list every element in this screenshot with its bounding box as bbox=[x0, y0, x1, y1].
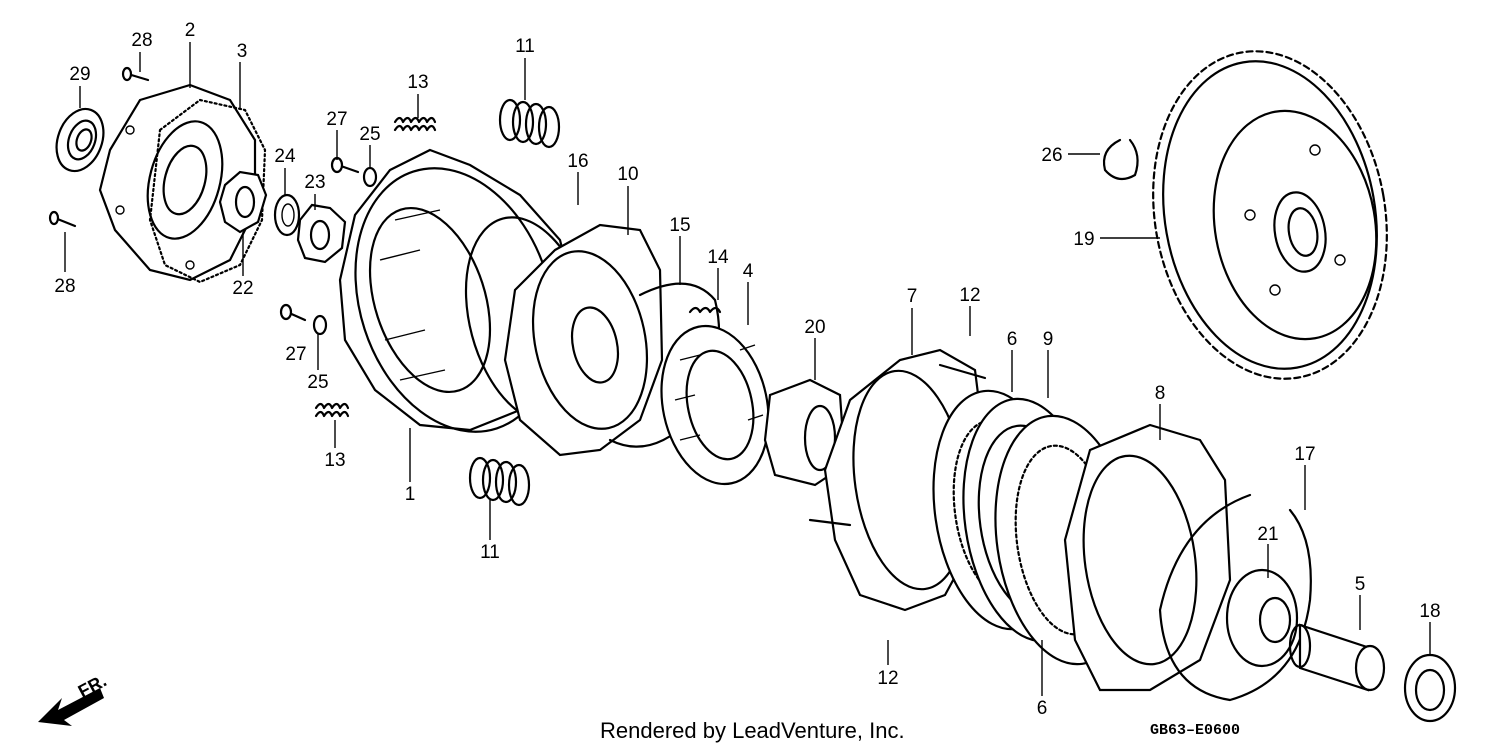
part-number-labels: 29 28 2 3 28 22 24 23 13 27 25 11 16 10 … bbox=[54, 20, 1440, 719]
leader-lines bbox=[64, 42, 1431, 696]
washer-25-top bbox=[362, 166, 378, 188]
label-13-bottom: 13 bbox=[324, 450, 345, 471]
label-29: 29 bbox=[69, 64, 90, 85]
label-10: 10 bbox=[617, 164, 638, 185]
screw-28-top bbox=[121, 66, 150, 82]
label-16: 16 bbox=[567, 151, 588, 172]
spring-13-top bbox=[393, 116, 437, 132]
label-13-top: 13 bbox=[407, 72, 428, 93]
label-25-bottom: 25 bbox=[307, 372, 328, 393]
label-4: 4 bbox=[743, 261, 754, 282]
label-23: 23 bbox=[304, 172, 325, 193]
label-25-top: 25 bbox=[359, 124, 380, 145]
one-way-clutch-4 bbox=[660, 324, 770, 486]
label-11-bottom: 11 bbox=[480, 542, 500, 563]
label-24: 24 bbox=[274, 146, 296, 167]
label-19: 19 bbox=[1073, 229, 1094, 250]
gasket-3 bbox=[148, 98, 267, 284]
clutch-plate-10 bbox=[503, 223, 664, 457]
label-17: 17 bbox=[1294, 444, 1315, 465]
label-12-top: 12 bbox=[959, 285, 980, 306]
label-22: 22 bbox=[232, 278, 253, 299]
footer-credit: Rendered by LeadVenture, Inc. bbox=[600, 718, 905, 743]
bearing-29 bbox=[55, 107, 105, 173]
label-9: 9 bbox=[1043, 329, 1054, 350]
label-12-bottom: 12 bbox=[877, 668, 898, 689]
clutch-plate-8 bbox=[1063, 423, 1232, 692]
label-1: 1 bbox=[405, 484, 416, 505]
label-27-top: 27 bbox=[326, 109, 347, 130]
label-8: 8 bbox=[1155, 383, 1166, 404]
label-26: 26 bbox=[1041, 145, 1062, 166]
label-28-top: 28 bbox=[131, 30, 152, 51]
cover-plate-2 bbox=[98, 83, 257, 282]
spring-11-top bbox=[498, 98, 561, 149]
washer-24 bbox=[273, 193, 301, 237]
label-15: 15 bbox=[669, 215, 690, 236]
screw-28-bottom bbox=[48, 210, 77, 228]
circlip-26 bbox=[1102, 138, 1139, 181]
nut-22 bbox=[218, 170, 268, 234]
label-6-bottom: 6 bbox=[1037, 698, 1048, 719]
front-direction-arrow-icon bbox=[38, 688, 104, 726]
bolt-27-bottom bbox=[279, 303, 307, 322]
snap-ring-17 bbox=[1158, 493, 1312, 702]
bolt-27-top bbox=[330, 156, 360, 174]
spring-11-bottom bbox=[468, 456, 531, 507]
needle-bearing-5 bbox=[1288, 623, 1386, 692]
label-21: 21 bbox=[1257, 524, 1278, 545]
label-27-bottom: 27 bbox=[285, 344, 306, 365]
label-2: 2 bbox=[185, 20, 196, 41]
label-6-top: 6 bbox=[1007, 329, 1018, 350]
label-20: 20 bbox=[804, 317, 825, 338]
gear-21 bbox=[1225, 568, 1299, 668]
spring-13-bottom bbox=[314, 402, 350, 418]
label-3: 3 bbox=[237, 41, 248, 62]
label-18: 18 bbox=[1419, 601, 1440, 622]
label-11-top: 11 bbox=[515, 36, 535, 57]
label-7: 7 bbox=[907, 286, 918, 307]
label-5: 5 bbox=[1355, 574, 1366, 595]
driven-gear-19 bbox=[1152, 50, 1388, 380]
label-28-bottom: 28 bbox=[54, 276, 75, 297]
washer-25-bottom bbox=[312, 314, 328, 336]
spring-14 bbox=[688, 306, 722, 314]
label-14: 14 bbox=[707, 247, 729, 268]
diagram-code: GB63–E0600 bbox=[1150, 722, 1241, 739]
lock-washer-23 bbox=[296, 203, 347, 264]
collar-18 bbox=[1403, 653, 1457, 723]
